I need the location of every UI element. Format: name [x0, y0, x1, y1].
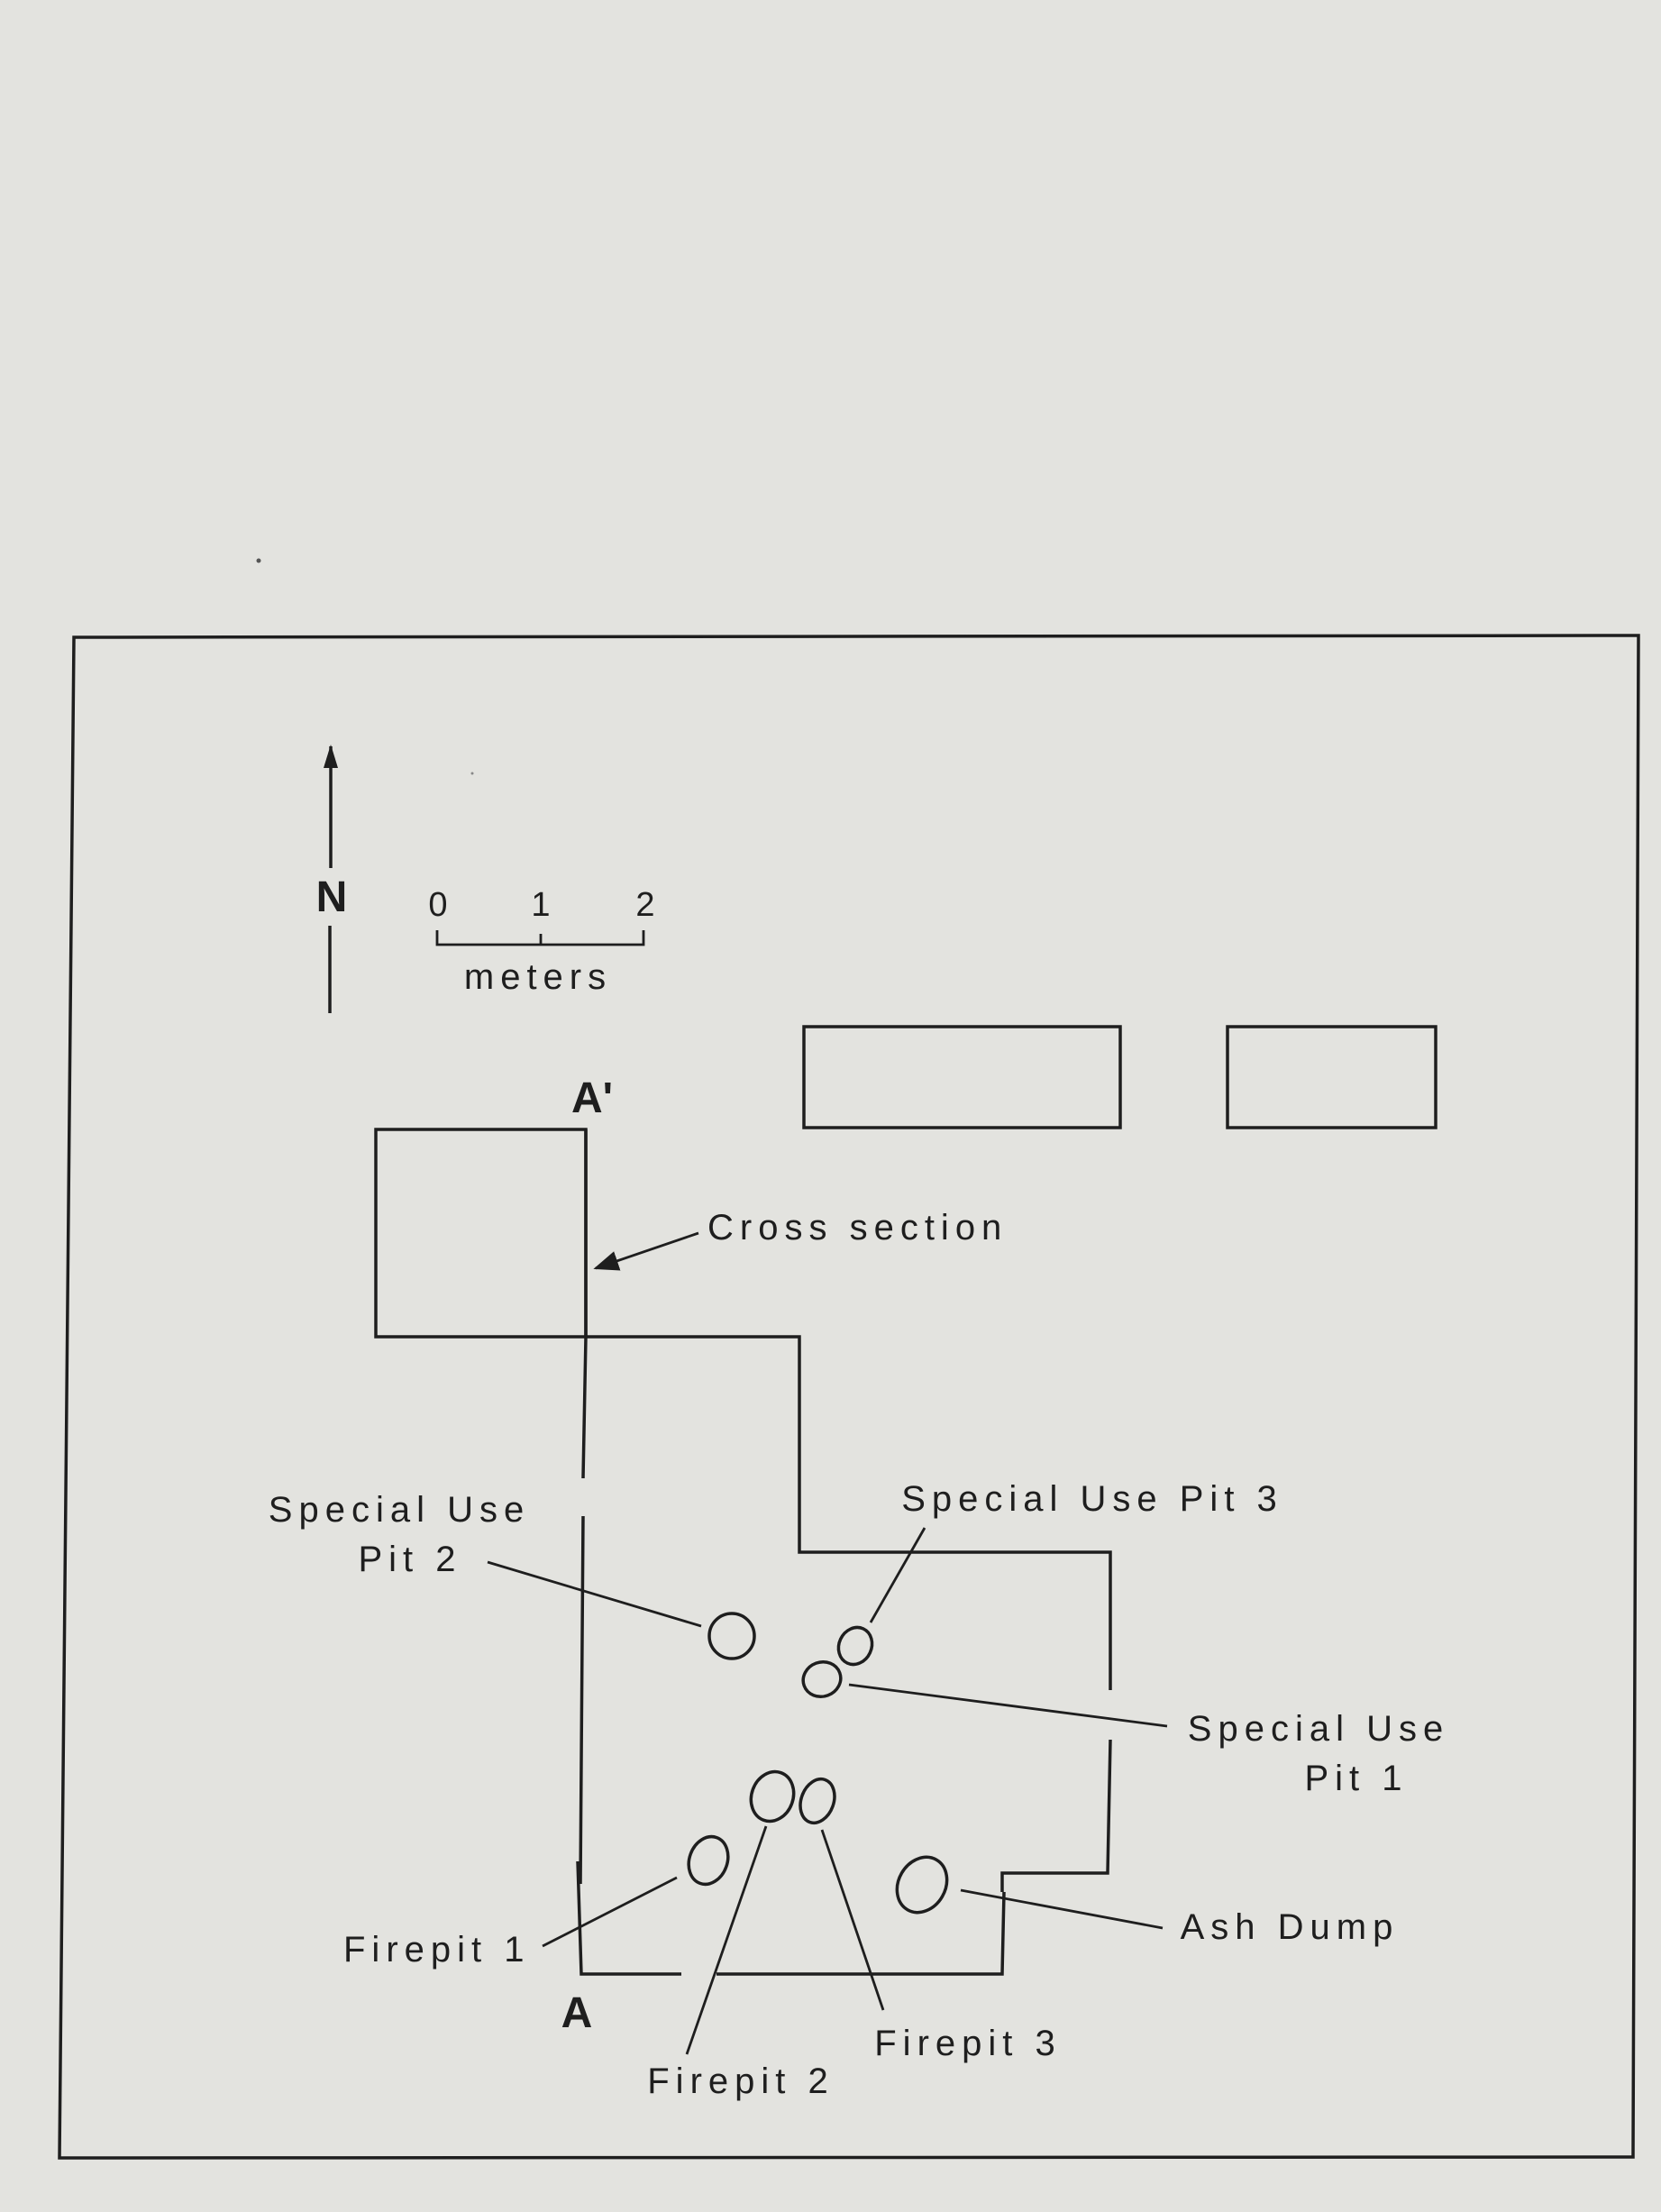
scale-tick-1: 1: [531, 886, 550, 924]
firepit-2-feature: [749, 1769, 796, 1824]
excavation-unit-rectangle: [1226, 1025, 1437, 1129]
section-end-label: A': [571, 1074, 613, 1122]
scale-bar-line: [435, 930, 645, 946]
special-use-pit-1-label-line2: Pit 1: [1304, 1759, 1408, 1798]
excavation-block-square: [374, 1128, 588, 1339]
north-arrow-head: [324, 745, 338, 768]
page-speck: [470, 772, 474, 775]
firepit-3-feature: [799, 1777, 836, 1825]
north-arrow: N: [316, 745, 348, 1013]
firepit-3-label: Firepit 3: [874, 2024, 1062, 2063]
scale-tick-2: 2: [635, 886, 654, 924]
scale-bar: 0 1 2 meters: [428, 886, 654, 997]
special-use-pit-2-leader: [487, 1560, 702, 1628]
special-use-pit-1-leader: [848, 1683, 1168, 1728]
excavation-unit-rectangle: [802, 1025, 1122, 1129]
firepit-2-leader: [685, 1825, 768, 2055]
special-use-pit-1-feature: [801, 1660, 843, 1698]
figure-frame: [58, 634, 1640, 2160]
scale-unit: meters: [464, 957, 612, 997]
ash-dump-feature: [895, 1855, 949, 1915]
special-use-pit-3-leader: [869, 1527, 926, 1623]
excavation-outline: [576, 1335, 1112, 1976]
special-use-pit-3-label: Special Use Pit 3: [901, 1479, 1283, 1519]
firepit-1-label: Firepit 1: [343, 1930, 531, 1970]
cross-section-label: Cross section: [707, 1208, 1008, 1248]
special-use-pit-2-feature: [707, 1612, 756, 1660]
scale-tick-0: 0: [428, 886, 447, 924]
north-letter: N: [316, 873, 348, 921]
firepit-3-leader: [820, 1829, 885, 2011]
special-use-pit-2-label-line1: Special Use: [269, 1490, 530, 1530]
cross-section-arrow: [593, 1231, 699, 1271]
page-speck: [256, 558, 261, 563]
special-use-pit-2-label-line2: Pit 2: [358, 1540, 461, 1579]
firepit-2-label: Firepit 2: [647, 2061, 835, 2101]
cross-section-line: [579, 1129, 588, 1885]
special-use-pit-3-feature: [836, 1625, 874, 1667]
section-start-label: A: [561, 1989, 593, 2037]
ash-dump-leader: [960, 1888, 1164, 1930]
firepit-1-leader: [542, 1876, 678, 1948]
special-use-pit-1-label-line1: Special Use: [1188, 1709, 1449, 1749]
ash-dump-label: Ash Dump: [1181, 1907, 1400, 1947]
firepit-1-feature: [687, 1834, 730, 1887]
